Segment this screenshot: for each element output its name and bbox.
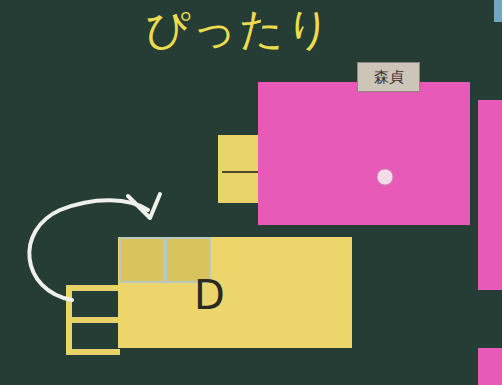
letter-label: D [118,237,352,315]
yellow-paper [218,135,264,203]
magnet [377,169,393,185]
pink-paper [478,100,502,290]
paper-edge [494,0,502,22]
name-label: 森貞 [374,68,404,87]
yellow-paper-piece: D [118,237,352,348]
pink-paper [258,82,470,225]
fold-line [222,171,258,173]
arrow-head [128,194,160,218]
name-tag: 森貞 [357,62,420,92]
tabs [66,285,120,355]
chalk-title: ぴったり [145,0,333,59]
pink-paper [478,348,502,385]
